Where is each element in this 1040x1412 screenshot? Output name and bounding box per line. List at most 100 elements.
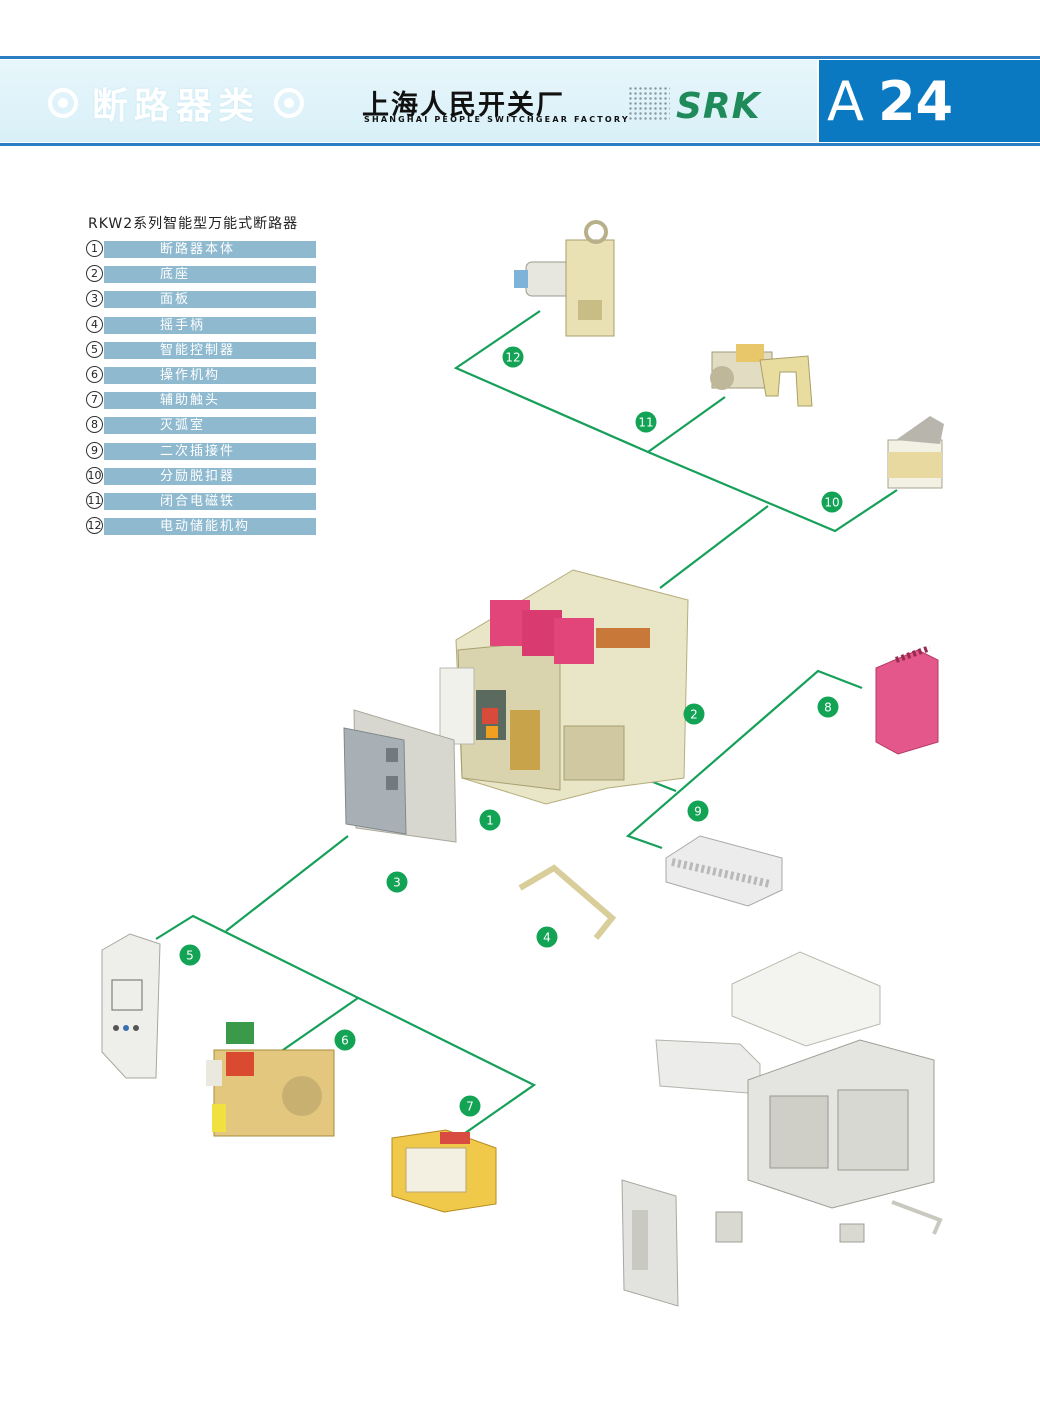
leader-line-panel: [225, 835, 349, 932]
svg-text:3: 3: [393, 876, 401, 890]
legend-bar: [104, 366, 316, 384]
legend-item: 5 智能控制器: [84, 340, 318, 361]
legend-number: 2: [86, 265, 103, 283]
header-bottom-rule: [0, 143, 1040, 146]
legend-item: 10 分励脱扣器: [84, 466, 318, 487]
legend-item: 2 底座: [84, 264, 318, 285]
header-category: 断路器类: [48, 78, 305, 128]
legend-item: 9 二次插接件: [84, 441, 318, 462]
legend-label: 二次插接件: [160, 443, 236, 459]
callout-5: 5: [179, 944, 201, 966]
front-panel-icon: [343, 709, 457, 843]
leader-lines: [155, 310, 898, 1146]
legend-title: RKW2系列智能型万能式断路器: [88, 216, 299, 232]
legend-label: 智能控制器: [160, 342, 236, 358]
legend-label: 摇手柄: [160, 317, 206, 333]
legend-bar: [104, 392, 316, 410]
legend-number: 9: [86, 441, 103, 459]
leader-line-6: [269, 997, 359, 1060]
legend-number: 12: [86, 517, 103, 535]
callout-7: 7: [459, 1095, 481, 1117]
header-top-rule: [0, 56, 1040, 59]
svg-text:5: 5: [186, 949, 194, 963]
leader-line-11: [647, 396, 726, 453]
legend-number: 3: [86, 290, 103, 308]
svg-text:11: 11: [638, 416, 653, 430]
operating-mechanism-icon: [206, 1022, 335, 1137]
leader-line-8-9: [625, 669, 863, 850]
legend-bar: [104, 467, 316, 485]
callout-9: 9: [687, 800, 709, 822]
callout-10: 10: [821, 491, 843, 513]
auxiliary-contact-icon: [391, 1129, 497, 1213]
svg-text:8: 8: [824, 701, 832, 715]
callout-1: 1: [479, 809, 501, 831]
header-band: [0, 60, 817, 142]
legend-item: 7 辅助触头: [84, 390, 318, 411]
legend-bar: [104, 518, 316, 536]
callout-11: 11: [635, 411, 657, 433]
bullet-circle-icon: [274, 88, 305, 118]
svg-text:9: 9: [694, 805, 702, 819]
legend-item: 12 电动储能机构: [84, 516, 318, 537]
legend-item: 11 闭合电磁铁: [84, 491, 318, 512]
secondary-connector-icon: [665, 835, 783, 907]
closing-electromagnet-icon: [710, 344, 813, 407]
legend-label: 面板: [160, 292, 191, 308]
legend-item: 4 摇手柄: [84, 315, 318, 336]
legend-label: 断路器本体: [160, 242, 236, 257]
callout-8: 8: [817, 696, 839, 718]
exploded-assembly-icon: [621, 951, 943, 1307]
page-number: 24: [877, 69, 954, 133]
page-number-block: A 24: [819, 60, 1040, 142]
logo-dot-pattern-icon: [628, 86, 670, 122]
legend-label: 电动储能机构: [160, 519, 251, 535]
arc-chute-icon: [875, 645, 939, 755]
intelligent-controller-icon: [101, 933, 161, 1079]
breaker-body-and-base-icon: [439, 569, 689, 805]
legend-bar: [104, 442, 316, 460]
svg-text:2: 2: [690, 708, 698, 722]
shunt-release-icon: [887, 416, 944, 489]
svg-text:1: 1: [486, 814, 494, 828]
legend-bar: [104, 241, 316, 258]
legend-item: 1 断路器本体: [84, 239, 318, 260]
legend-label: 闭合电磁铁: [160, 493, 236, 509]
legend-number: 6: [86, 365, 103, 383]
legend-number: 5: [86, 340, 103, 358]
brand-logo: SRK: [676, 86, 761, 127]
svg-text:4: 4: [543, 931, 551, 945]
legend-number: 11: [86, 491, 103, 509]
callout-6: 6: [334, 1029, 356, 1051]
legend-number: 8: [86, 416, 103, 434]
legend-label: 辅助触头: [160, 393, 221, 409]
legend-bar: [104, 291, 316, 309]
legend-bar: [104, 341, 316, 359]
legend-label: 底座: [160, 267, 191, 283]
legend-label: 分励脱扣器: [160, 468, 236, 484]
callout-12: 12: [502, 346, 524, 368]
leader-line-5-7: [155, 914, 537, 1146]
legend-item: 3 面板: [84, 289, 318, 310]
legend-bar: [104, 316, 316, 334]
legend-number: 7: [86, 391, 103, 409]
svg-text:7: 7: [466, 1100, 474, 1114]
factory-name-cn: 上海人民开关厂: [362, 90, 565, 121]
category-title: 断路器类: [92, 86, 261, 127]
legend-number: 10: [86, 466, 103, 484]
callout-3: 3: [386, 871, 408, 893]
legend-bar: [104, 417, 316, 435]
motor-charging-mechanism-icon: [514, 220, 615, 337]
legend-number: 1: [86, 240, 103, 257]
callout-4: 4: [536, 926, 558, 948]
page-section-letter: A: [827, 69, 864, 133]
legend-bar: [104, 492, 316, 510]
leader-line-trunk: [659, 505, 769, 589]
legend-number: 4: [86, 315, 103, 333]
crank-handle-icon: [518, 864, 617, 940]
svg-text:12: 12: [505, 351, 520, 365]
